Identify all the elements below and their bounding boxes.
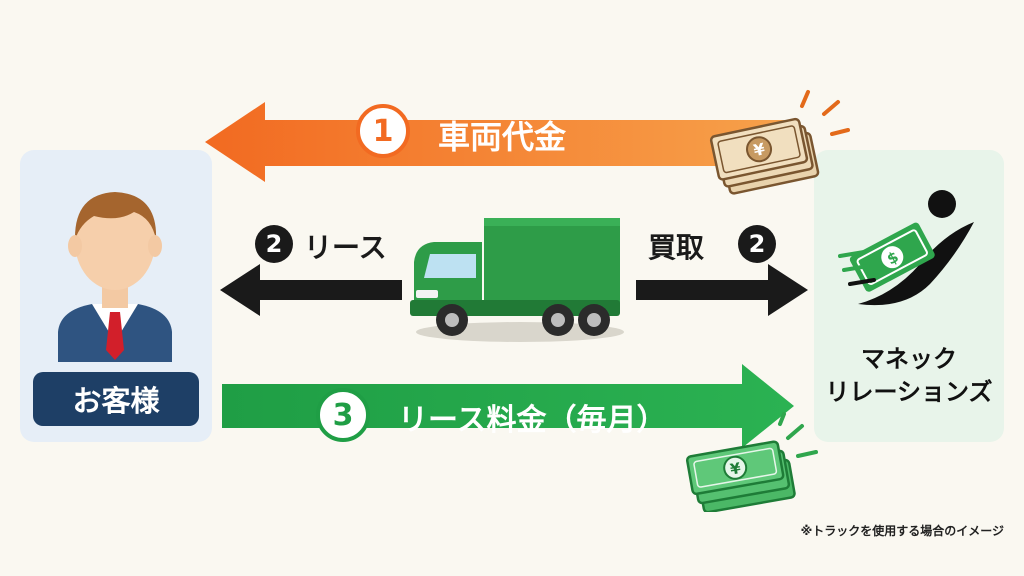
purchase-label: 買取 bbox=[648, 231, 705, 264]
step-3-badge: 3 bbox=[316, 388, 370, 442]
company-name: マネック リレーションズ bbox=[814, 343, 1004, 409]
lease-arrow bbox=[220, 262, 402, 318]
step-3-number: 3 bbox=[332, 397, 354, 433]
footnote: ※トラックを使用する場合のイメージ bbox=[800, 524, 1004, 538]
purchase-arrow bbox=[636, 262, 808, 318]
lease-label: リース bbox=[304, 231, 387, 264]
step-1-number: 1 bbox=[372, 113, 394, 149]
person-icon bbox=[40, 182, 190, 366]
svg-text:¥: ¥ bbox=[729, 459, 743, 479]
company-logo-icon: $ bbox=[834, 186, 984, 330]
money-bills-icon: ¥ bbox=[706, 88, 866, 202]
step-2-right-number: 2 bbox=[748, 230, 766, 258]
lease-fee-label: リース料金（毎月） bbox=[398, 403, 667, 438]
payment-arrow-orange bbox=[205, 98, 805, 188]
green-money-bills-icon: ¥ bbox=[680, 412, 830, 516]
step-2-right-badge: 2 bbox=[738, 225, 776, 263]
step-2-left-badge: 2 bbox=[255, 225, 293, 263]
customer-label: お客様 bbox=[33, 372, 199, 426]
company-name-line1: マネック bbox=[861, 345, 957, 373]
step-1-badge: 1 bbox=[356, 104, 410, 158]
vehicle-price-label: 車両代金 bbox=[438, 118, 567, 156]
company-name-line2: リレーションズ bbox=[825, 378, 993, 406]
step-2-left-number: 2 bbox=[265, 230, 283, 258]
truck-icon bbox=[408, 208, 630, 350]
svg-text:¥: ¥ bbox=[752, 139, 767, 160]
